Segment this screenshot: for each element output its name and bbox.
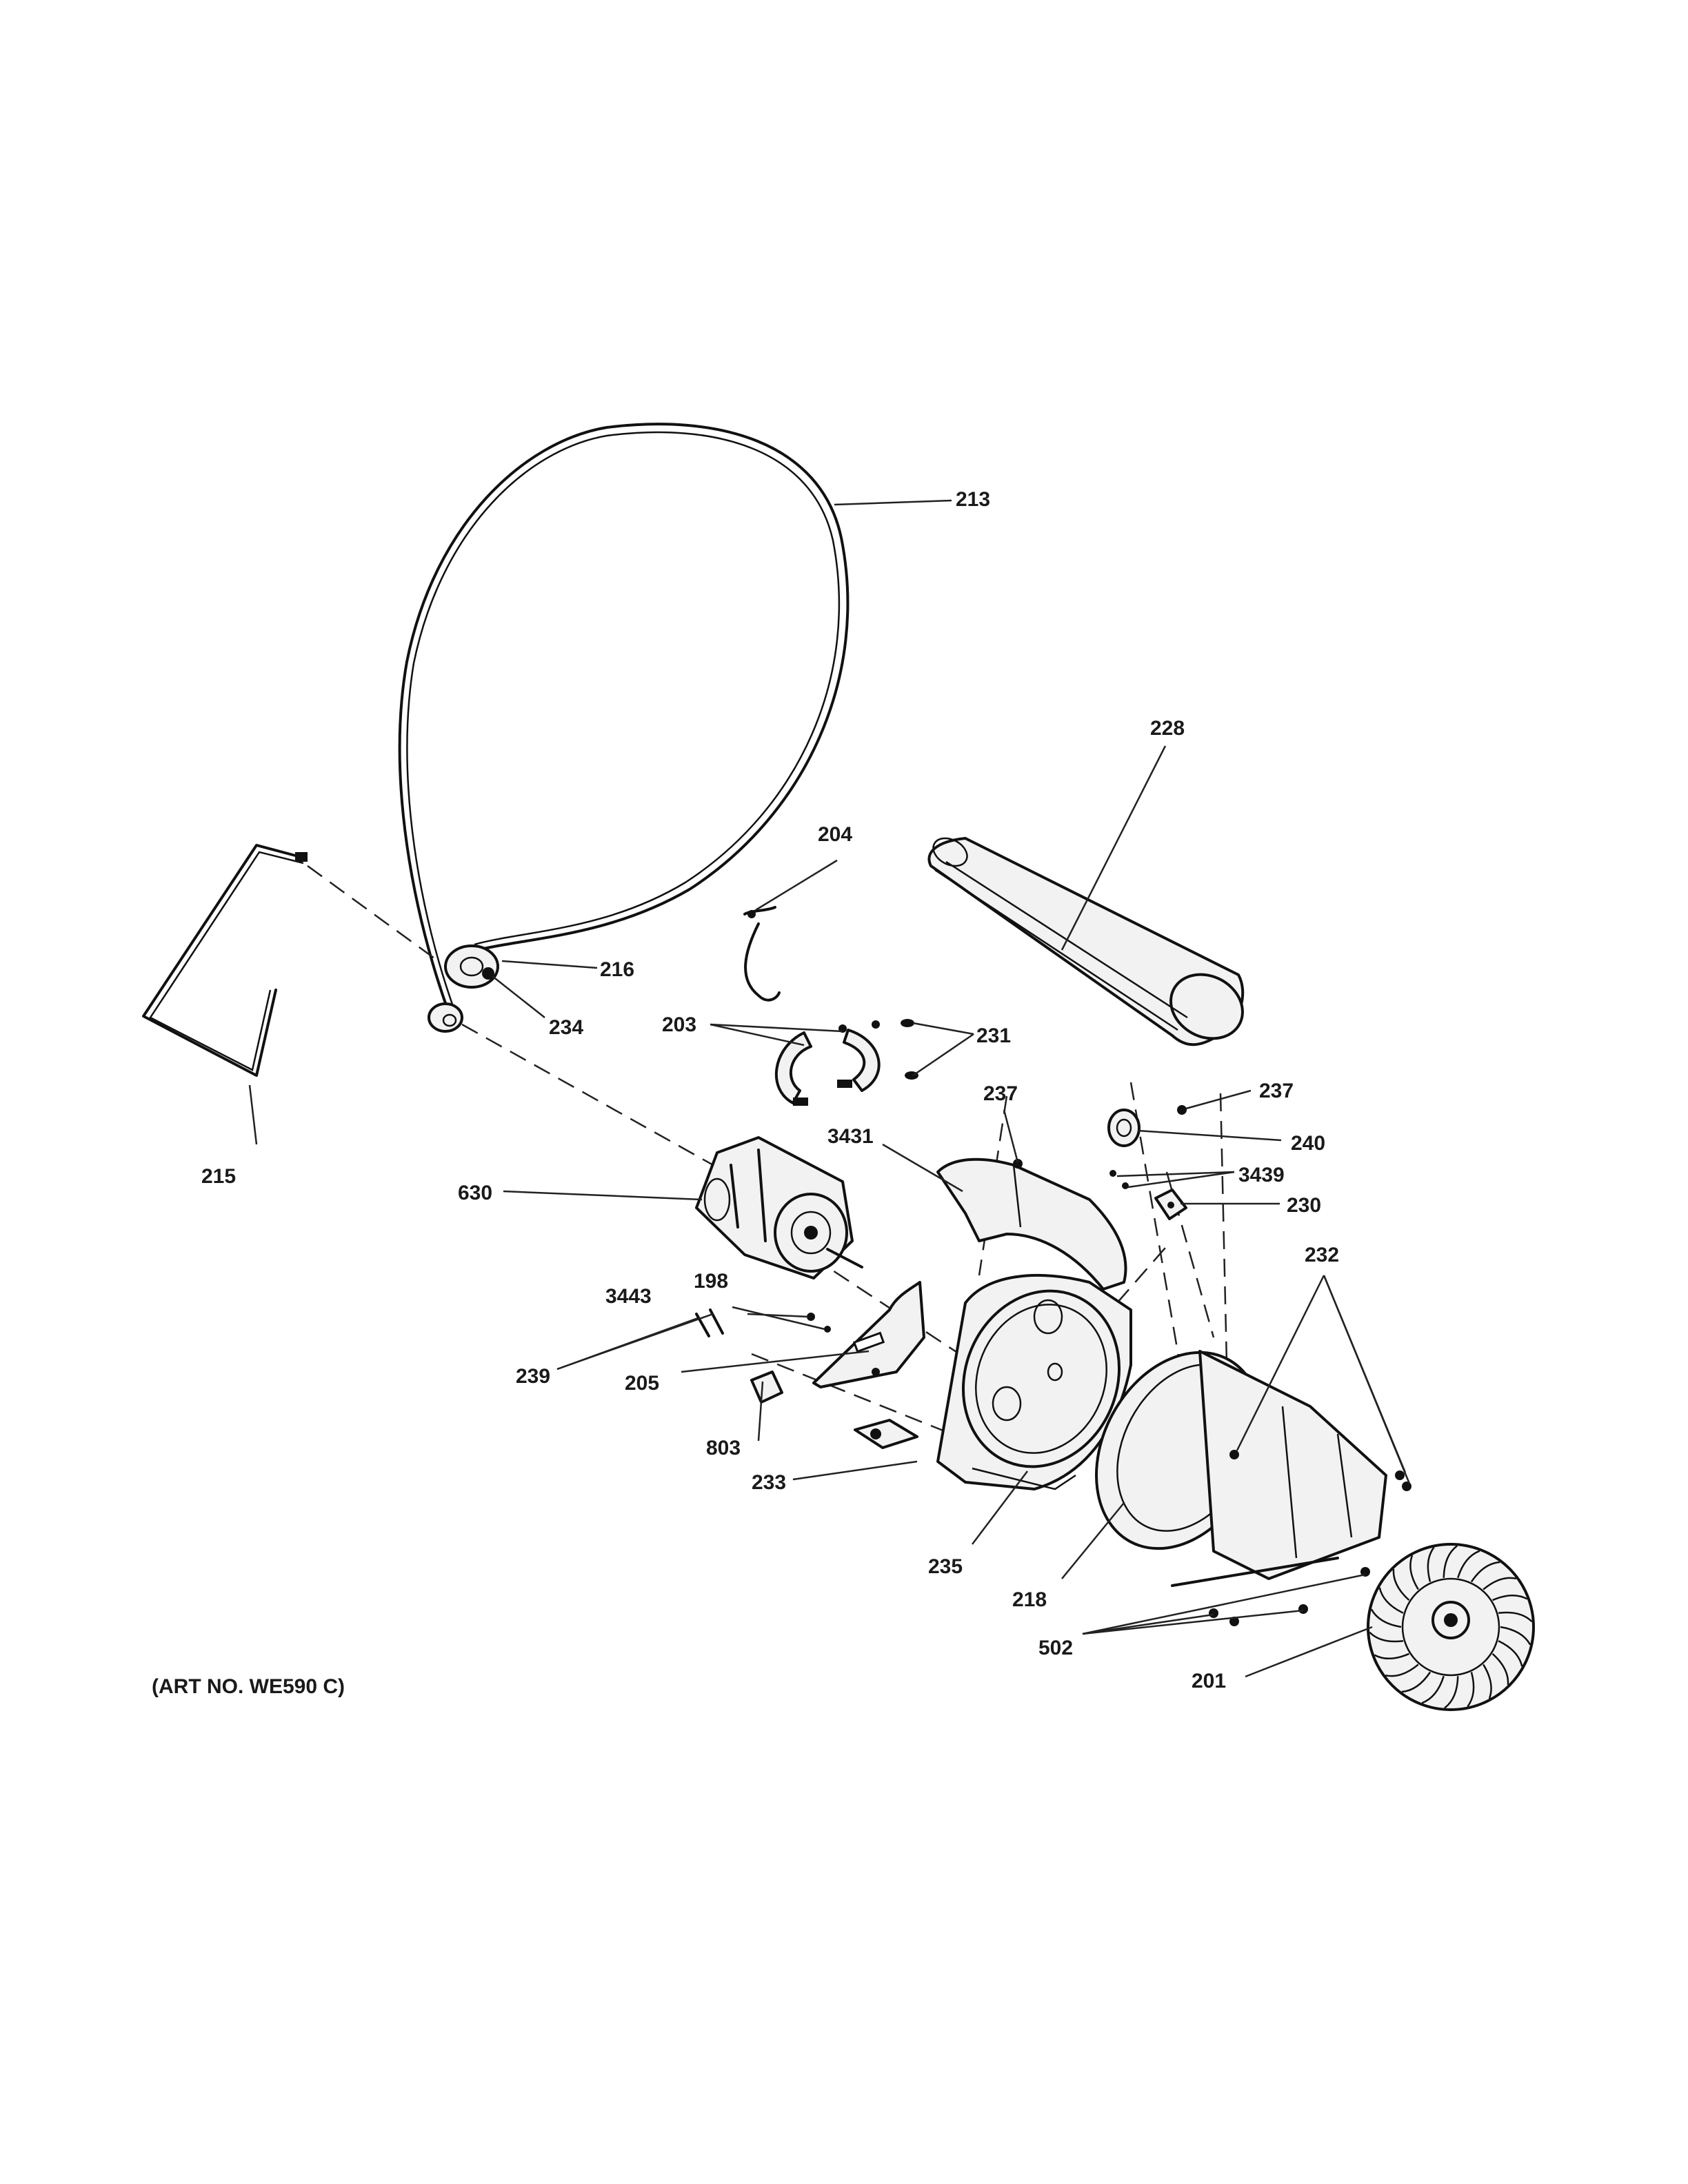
fan-blade: [1483, 1577, 1517, 1590]
fan-blade: [1498, 1611, 1533, 1623]
blower-housing: [936, 1274, 1132, 1490]
label-237a: 237: [983, 1082, 1018, 1105]
fan-blade: [1427, 1546, 1435, 1582]
fan-blade: [1500, 1626, 1531, 1646]
fan-blade: [1392, 1568, 1410, 1601]
motor-bracket: [812, 1281, 925, 1388]
fan-blade: [1369, 1631, 1404, 1643]
label-233: 233: [752, 1471, 786, 1494]
drive-motor: [695, 1136, 863, 1280]
fan-blade: [1409, 1555, 1419, 1590]
label-502: 502: [1038, 1637, 1073, 1659]
housing-clip: [854, 1419, 918, 1449]
label-228: 228: [1150, 717, 1185, 740]
label-803: 803: [706, 1437, 741, 1459]
label-237b: 237: [1259, 1080, 1294, 1102]
blower-shroud: [1095, 1350, 1387, 1587]
drive-belt: [398, 423, 850, 1016]
fan-blade: [1385, 1664, 1419, 1677]
screws-231: [901, 1019, 918, 1080]
label-240: 240: [1291, 1132, 1325, 1155]
label-235: 235: [928, 1555, 963, 1578]
label-630: 630: [458, 1182, 492, 1204]
fan-blade: [1378, 1587, 1404, 1614]
fan-blade: [1467, 1672, 1475, 1708]
label-204: 204: [818, 823, 852, 846]
fan-blade: [1374, 1652, 1409, 1660]
motor-clamps: [774, 1020, 881, 1106]
label-230: 230: [1287, 1194, 1321, 1217]
fan-blade: [1444, 1676, 1459, 1709]
fan-blade: [1483, 1664, 1492, 1699]
fan-blade: [1470, 1561, 1500, 1583]
label-201: 201: [1192, 1670, 1226, 1692]
label-234: 234: [549, 1016, 583, 1039]
wire-clip: [743, 906, 781, 1002]
blower-wheel: [1367, 1543, 1535, 1711]
label-218: 218: [1012, 1588, 1047, 1611]
label-232: 232: [1305, 1244, 1339, 1266]
label-3439: 3439: [1238, 1164, 1285, 1186]
label-239: 239: [516, 1365, 550, 1388]
label-215: 215: [201, 1165, 236, 1188]
label-205: 205: [625, 1372, 659, 1395]
label-198: 198: [694, 1270, 728, 1293]
fan-blade: [1401, 1671, 1431, 1693]
label-216: 216: [600, 958, 634, 981]
label-231: 231: [976, 1024, 1011, 1047]
fan-blade: [1498, 1640, 1523, 1667]
blower-cover: [936, 1157, 1127, 1291]
fan-blade: [1492, 1594, 1528, 1601]
art-number: (ART NO. WE590 C): [152, 1675, 345, 1698]
thermostat: [1107, 1105, 1187, 1220]
label-203: 203: [662, 1013, 696, 1036]
idler-arm: [142, 844, 308, 1077]
part-labels: 213 228 204 216 234 203 231 215 237 237 …: [152, 488, 1339, 1698]
fan-blade: [1457, 1550, 1480, 1579]
fan-blade: [1491, 1653, 1509, 1686]
fan-blade: [1370, 1608, 1402, 1628]
lint-duct: [927, 837, 1245, 1046]
label-3443: 3443: [605, 1285, 652, 1308]
label-213: 213: [956, 488, 990, 511]
sensor-803: [750, 1371, 783, 1404]
screws-232-502: [1209, 1450, 1411, 1626]
label-3431: 3431: [827, 1125, 874, 1148]
idler-pulley: [428, 944, 499, 1033]
fan-blade: [1421, 1675, 1445, 1704]
leader-lines: [248, 499, 1411, 1678]
fan-blade: [1443, 1545, 1458, 1578]
